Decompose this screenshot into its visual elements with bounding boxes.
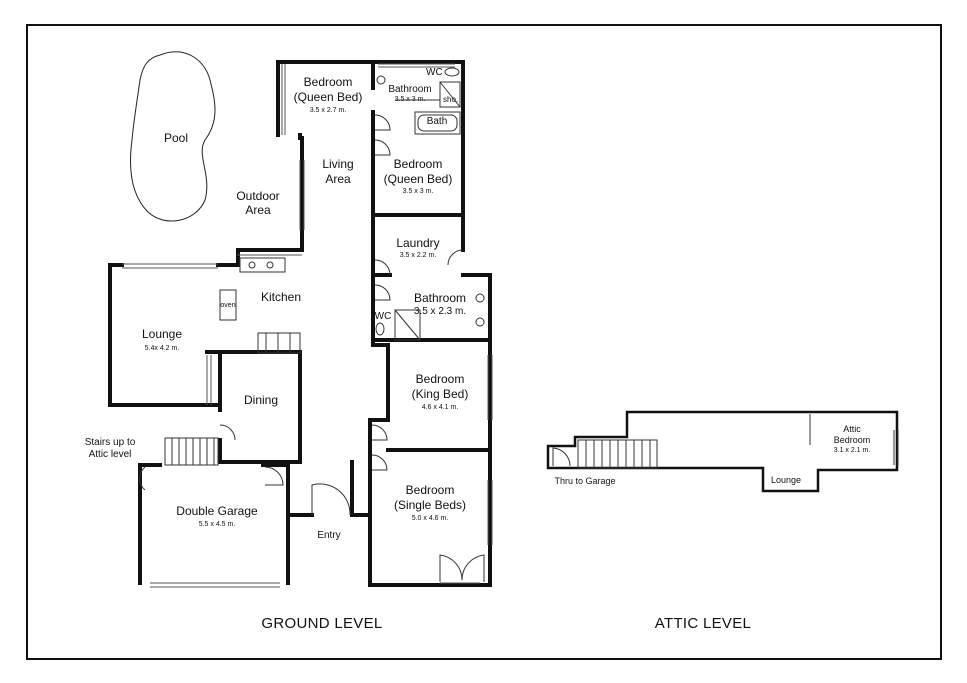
entry-label: Entry — [317, 530, 340, 541]
bedroom1-dim: 3.5 x 2.7 m. — [310, 107, 347, 114]
bedroom1-label-2: (Queen Bed) — [294, 90, 363, 104]
bedroom4-label-1: Bedroom — [406, 483, 455, 497]
sho-label: sho. — [443, 95, 458, 104]
bedroom2-dim: 3.5 x 3 m. — [403, 188, 434, 195]
laundry-dim: 3.5 x 2.2 m. — [400, 252, 437, 259]
dining-label: Dining — [244, 393, 278, 407]
bedroom2-label-1: Bedroom — [394, 157, 443, 171]
attic-bedroom-label-1: Attic — [843, 424, 861, 434]
wc2-label: WC — [375, 311, 392, 322]
pool-label: Pool — [164, 131, 188, 145]
bathroom2-label: Bathroom — [414, 291, 466, 305]
living-label-2: Area — [325, 172, 351, 186]
oven-label: oven — [220, 302, 235, 309]
bedroom1-label-1: Bedroom — [304, 75, 353, 89]
outdoor-label-2: Area — [245, 203, 271, 217]
bedroom4-dim: 5.0 x 4.6 m. — [412, 515, 449, 522]
bedroom3-label-1: Bedroom — [416, 372, 465, 386]
bathroom2-dim: 3.5 x 2.3 m. — [414, 306, 466, 317]
lounge-dim: 5.4x 4.2 m. — [145, 345, 180, 352]
bedroom3-label-2: (King Bed) — [412, 387, 469, 401]
bathroom1-label: Bathroom — [388, 84, 431, 95]
bedroom2-label-2: (Queen Bed) — [384, 172, 453, 186]
attic-walls — [546, 410, 899, 493]
attic-bedroom-label-2: Bedroom — [834, 435, 871, 445]
ground-windows — [122, 63, 493, 588]
bath-label: Bath — [427, 116, 448, 127]
bedroom4-label-2: (Single Beds) — [394, 498, 466, 512]
page-frame — [26, 24, 942, 660]
bedroom3-dim: 4.6 x 4.1 m. — [422, 404, 459, 411]
garage-label: Double Garage — [176, 504, 258, 518]
attic-lounge-label: Lounge — [771, 475, 801, 485]
laundry-label: Laundry — [396, 236, 439, 250]
living-label-1: Living — [322, 157, 353, 171]
bathroom1-dim: 3.5 x 3 m. — [395, 96, 426, 103]
garage-dim: 5.5 x 4.5 m. — [199, 521, 236, 528]
stairs-label-1: Stairs up to — [85, 437, 136, 448]
attic-bedroom-dim: 3.1 x 2.1 m. — [834, 447, 871, 454]
outdoor-label-1: Outdoor — [236, 189, 279, 203]
ground-level-title: GROUND LEVEL — [261, 615, 382, 632]
wc1-label: WC — [426, 67, 443, 78]
thru-garage-label: Thru to Garage — [554, 476, 615, 486]
attic-fixtures — [552, 414, 899, 469]
kitchen-label: Kitchen — [261, 290, 301, 304]
lounge-label: Lounge — [142, 327, 182, 341]
ground-fixtures — [139, 67, 485, 582]
attic-level-title: ATTIC LEVEL — [655, 615, 751, 632]
stairs-label-2: Attic level — [89, 449, 132, 460]
ground-walls — [108, 60, 492, 587]
pool-outline — [130, 51, 216, 222]
